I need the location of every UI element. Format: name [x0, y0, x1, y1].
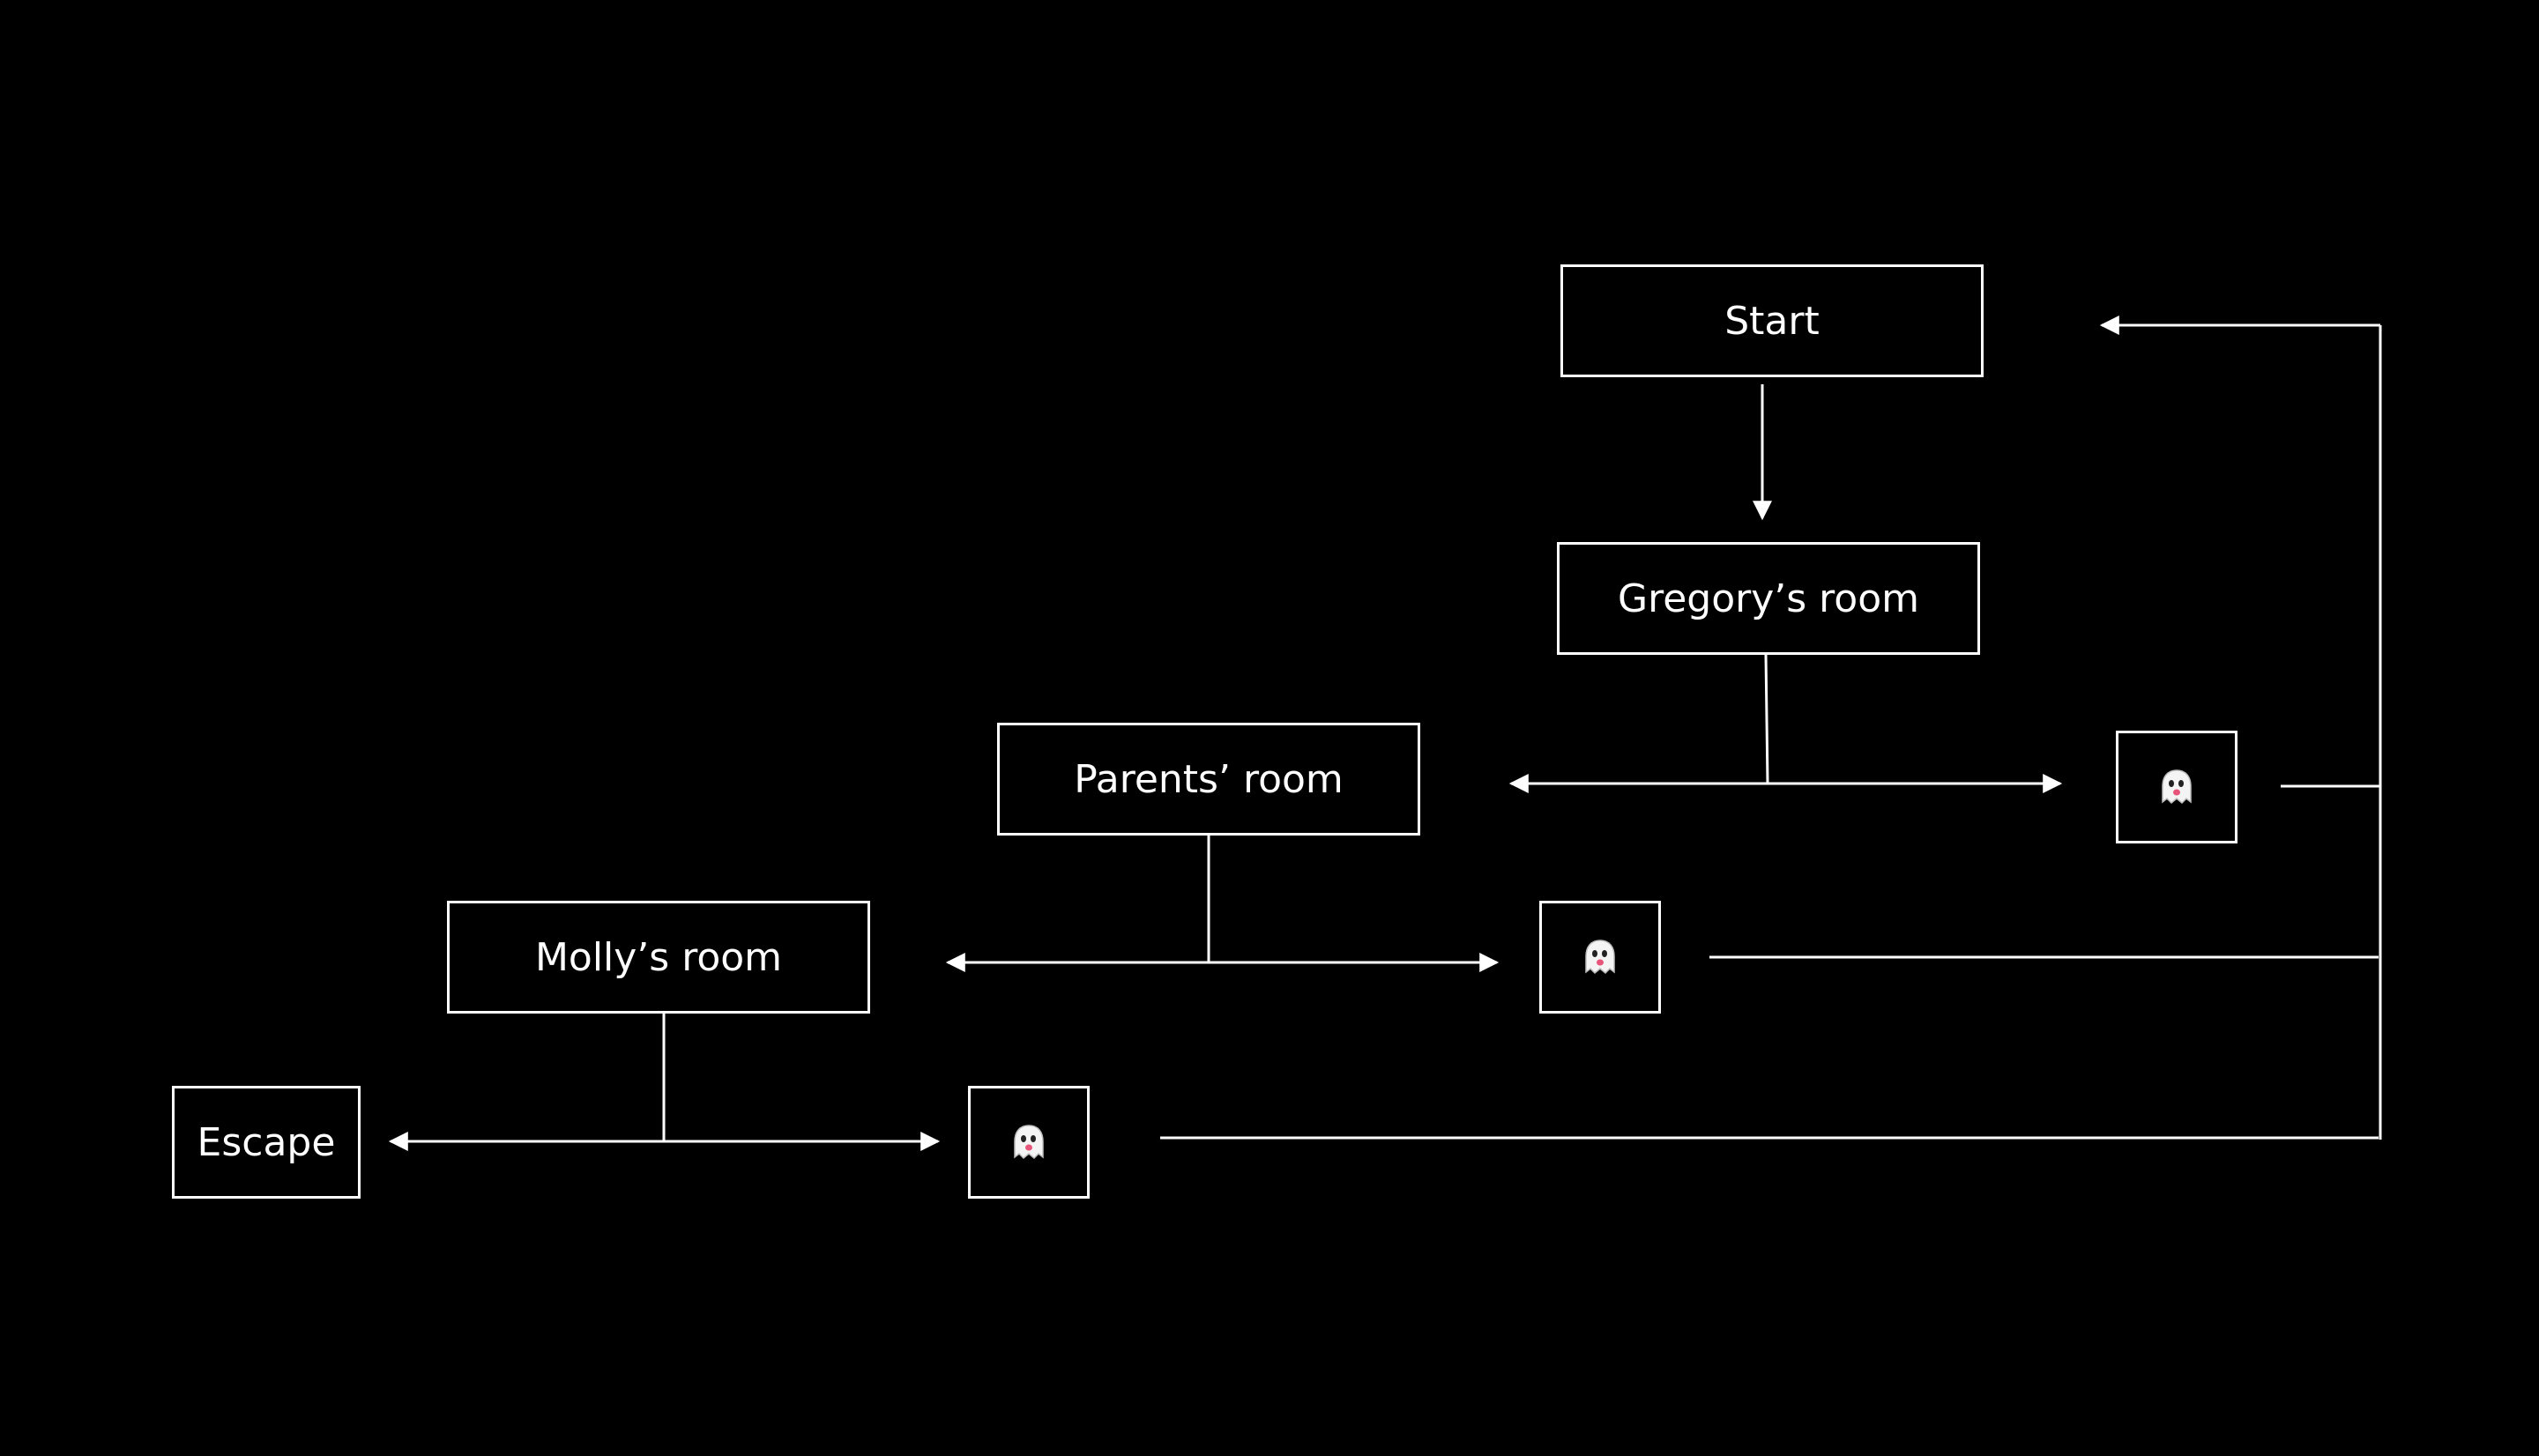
ghost-icon: [2162, 769, 2192, 805]
escape-node: Escape: [172, 1086, 361, 1199]
parents-room-label: Parents’ room: [1074, 756, 1344, 802]
start-node: Start: [1560, 264, 1984, 377]
ghost-node-2: [1539, 901, 1661, 1014]
mollys-room-label: Molly’s room: [534, 934, 783, 980]
gregorys-room-label: Gregory’s room: [1618, 576, 1919, 621]
ghost-icon: [1585, 940, 1615, 975]
ghost-node-3: [968, 1086, 1090, 1199]
parents-room-node: Parents’ room: [997, 723, 1420, 836]
ghost-node-1: [2116, 731, 2237, 843]
ghost-icon: [1014, 1125, 1044, 1160]
edge-gregory-stem: [1764, 654, 1769, 784]
start-label: Start: [1724, 298, 1820, 344]
gregorys-room-node: Gregory’s room: [1557, 542, 1980, 655]
mollys-room-node: Molly’s room: [447, 901, 870, 1014]
escape-label: Escape: [197, 1119, 336, 1165]
